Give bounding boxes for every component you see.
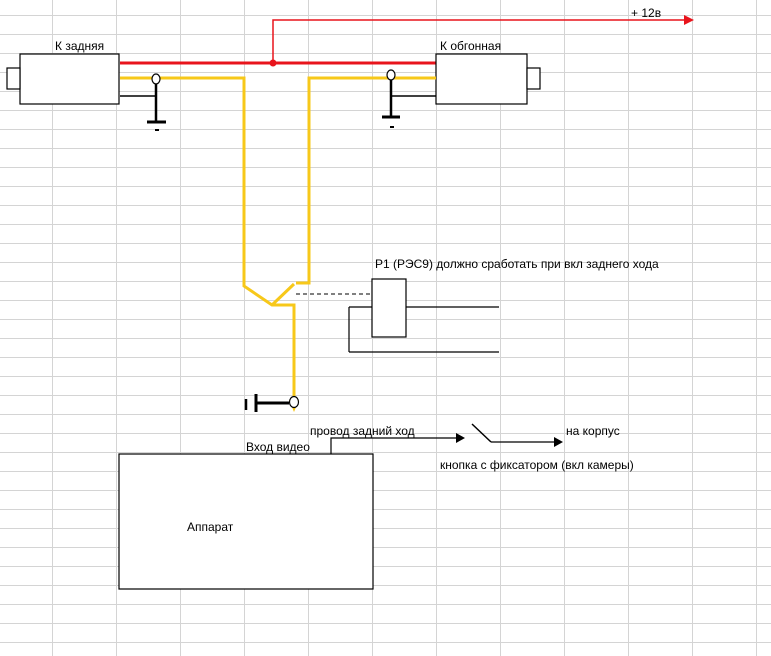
- rear-camera: [6, 53, 120, 105]
- chassis-arrow-icon: [554, 437, 563, 447]
- video-input-terminal: [288, 395, 300, 409]
- button-label: кнопка с фиксатором (вкл камеры): [440, 458, 634, 472]
- power-junction-dot: [269, 59, 277, 67]
- power-wire: [120, 15, 694, 67]
- video-input-ground: [244, 394, 300, 412]
- rear-camera-ground: [120, 73, 166, 131]
- reverse-wire-label: провод задний ход: [310, 424, 415, 438]
- power-arrow-icon: [684, 15, 694, 25]
- video-wire: [120, 76, 436, 412]
- chassis-label: на корпус: [566, 424, 620, 438]
- front-camera-shield-terminal: [386, 69, 396, 81]
- relay-p1: [296, 278, 499, 353]
- device-block: [118, 423, 563, 590]
- front-camera: [435, 53, 541, 105]
- power-label: + 12в: [631, 6, 662, 20]
- video-input-label: Вход видео: [246, 440, 310, 454]
- reverse-wire-arrow-icon: [456, 433, 465, 443]
- rear-camera-shield-terminal: [151, 73, 161, 85]
- front-camera-label: К обгонная: [440, 39, 502, 53]
- front-camera-ground: [382, 69, 436, 128]
- relay-label: P1 (РЭС9) должно сработать при вкл задне…: [375, 257, 659, 271]
- rear-camera-label: К задняя: [55, 39, 105, 53]
- latching-switch: [471, 423, 492, 443]
- device-label: Аппарат: [187, 520, 234, 534]
